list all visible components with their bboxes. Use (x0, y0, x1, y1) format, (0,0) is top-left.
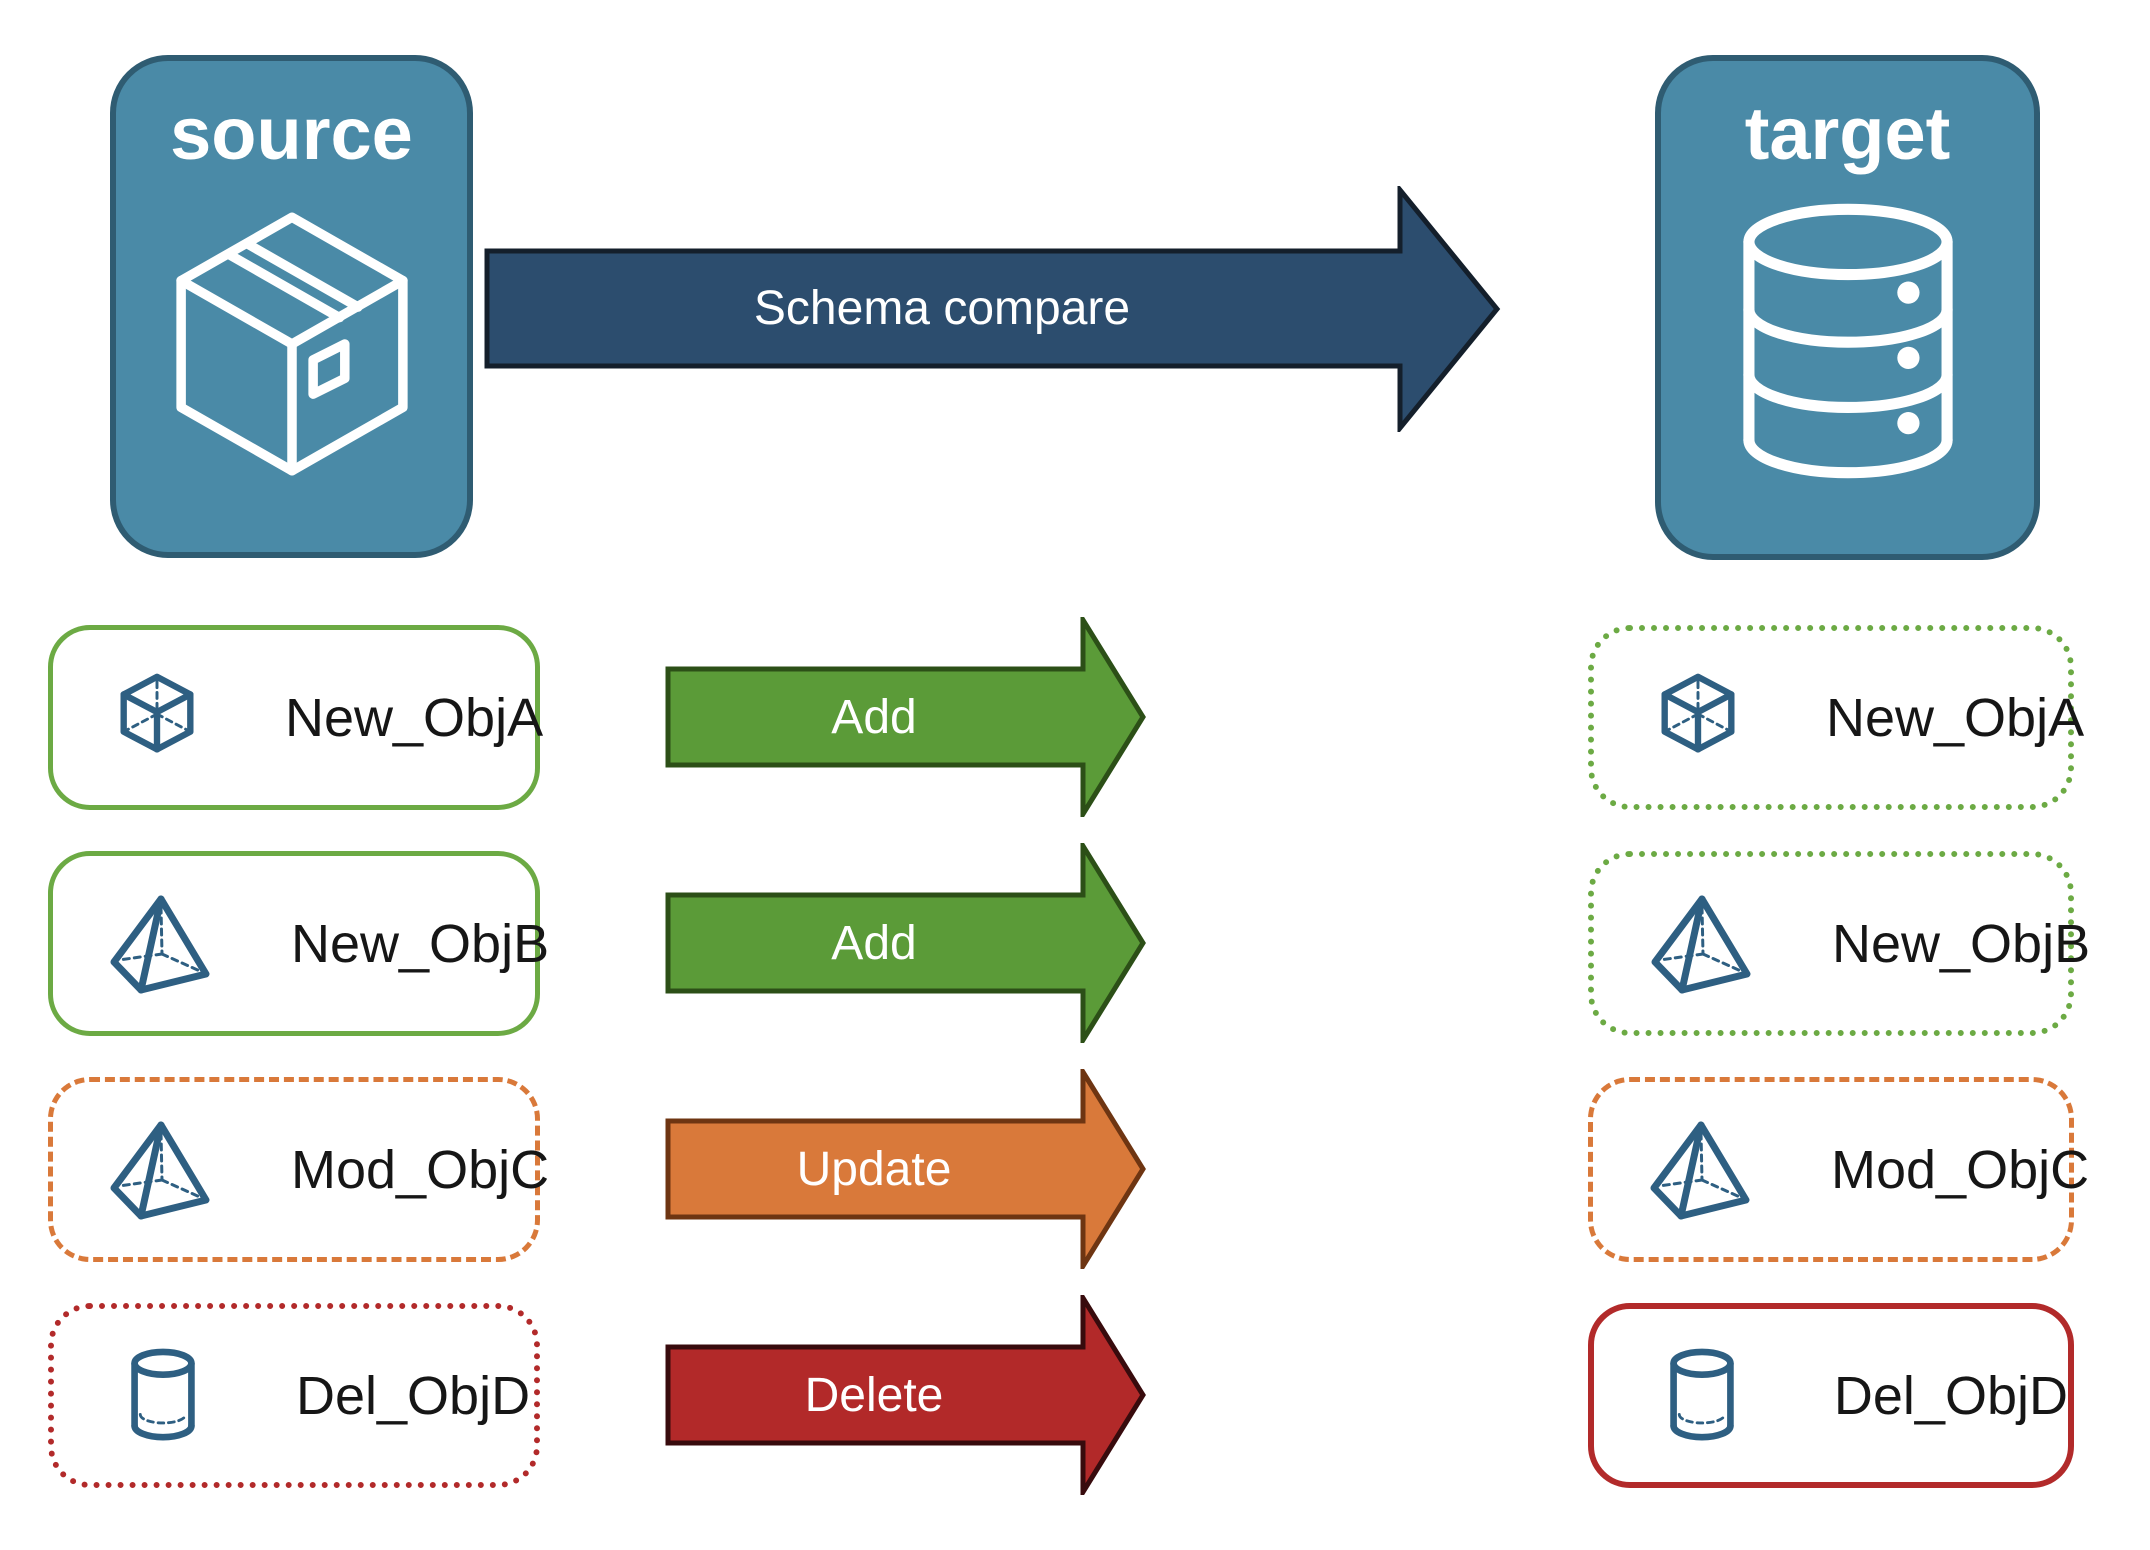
add-arrow-label: Add (831, 690, 917, 744)
object-label: New_ObjB (291, 913, 550, 974)
schema-compare-arrow-shape (484, 186, 1501, 432)
update-arrow-label: Update (796, 1142, 952, 1196)
source-item-new-obja: New_ObjA (48, 625, 544, 810)
object-label: New_ObjA (1826, 687, 2085, 748)
delete-arrow-shape (665, 1295, 1146, 1495)
add-arrow-label: Add (831, 916, 917, 970)
pyramid-icon (1648, 894, 1754, 994)
source-node: source (110, 55, 473, 558)
add-arrow-shape (665, 617, 1146, 817)
source-item-new-objb: New_ObjB (48, 851, 549, 1036)
source-node-title: source (170, 92, 413, 175)
add-arrow-shape (665, 843, 1146, 1043)
cube-icon (1648, 669, 1748, 767)
delete-arrow: Delete (665, 1295, 1147, 1495)
pyramid-icon (107, 1120, 213, 1220)
database-icon (1727, 196, 1969, 486)
update-arrow: Update (665, 1069, 1147, 1269)
schema-compare-label: Schema compare (753, 282, 1131, 335)
schema-compare-arrow: Schema compare (484, 186, 1502, 432)
source-item-del-objd: Del_ObjD (48, 1303, 540, 1488)
object-label: Del_ObjD (296, 1365, 531, 1426)
add-arrow-row1: Add (665, 617, 1147, 817)
object-label: Del_ObjD (1833, 1365, 2068, 1426)
object-label: Mod_ObjC (291, 1139, 550, 1200)
pyramid-icon (1647, 1120, 1753, 1220)
pyramid-icon (107, 894, 213, 994)
object-label: Mod_ObjC (1831, 1139, 2090, 1200)
package-icon (160, 196, 424, 492)
cylinder-icon (1648, 1348, 1756, 1443)
target-item-mod-objc: Mod_ObjC (1588, 1077, 2089, 1262)
target-node-title: target (1744, 92, 1951, 175)
cube-icon (107, 669, 207, 767)
object-label: New_ObjA (285, 687, 544, 748)
add-arrow-row2: Add (665, 843, 1147, 1043)
target-item-del-objd: Del_ObjD (1588, 1303, 2074, 1488)
delete-arrow-label: Delete (804, 1368, 944, 1422)
cylinder-icon (108, 1348, 218, 1443)
target-node: target (1655, 55, 2040, 560)
object-label: New_ObjB (1832, 913, 2091, 974)
update-arrow-shape (665, 1069, 1146, 1269)
source-item-mod-objc: Mod_ObjC (48, 1077, 549, 1262)
target-item-new-obja: New_ObjA (1588, 625, 2084, 810)
target-item-new-objb: New_ObjB (1588, 851, 2090, 1036)
